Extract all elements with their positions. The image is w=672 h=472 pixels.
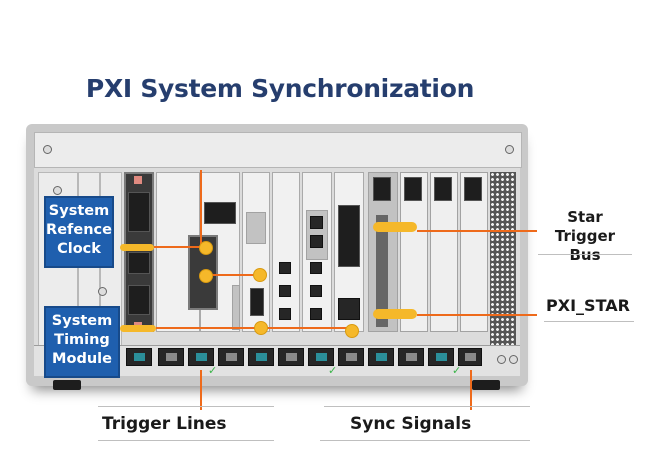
sync-signals-pointer — [470, 370, 472, 410]
star-trigger-line — [417, 230, 537, 232]
port — [218, 348, 244, 366]
port — [310, 308, 322, 320]
divider — [324, 406, 530, 407]
port — [126, 348, 152, 366]
timing-signal-line — [204, 274, 260, 276]
star-trigger-connector — [373, 222, 417, 232]
port — [278, 348, 304, 366]
connector-node — [199, 269, 213, 283]
port — [368, 348, 394, 366]
clock-signal-line — [200, 170, 202, 248]
clock-signal-line — [154, 246, 204, 248]
check-icon: ✓ — [208, 364, 218, 377]
system-timing-module-label: System Timing Module — [44, 306, 120, 378]
port — [338, 298, 360, 320]
connector-node — [345, 324, 359, 338]
sync-signals-label: Sync Signals — [350, 414, 472, 434]
divider — [98, 406, 274, 407]
connector-node — [253, 268, 267, 282]
screw-icon — [43, 145, 52, 154]
module-display — [204, 202, 236, 224]
port — [248, 348, 274, 366]
check-icon: ✓ — [328, 364, 338, 377]
port — [458, 348, 482, 366]
divider — [544, 321, 634, 322]
card-rail — [232, 285, 240, 330]
screw-icon — [98, 287, 107, 296]
pxi-star-label: PXI_STAR — [546, 296, 630, 315]
port — [188, 348, 214, 366]
screw-icon — [53, 186, 62, 195]
chassis-foot — [472, 380, 500, 390]
pxi-star-line — [417, 314, 537, 316]
screw-icon — [497, 355, 506, 364]
indicator-stack — [246, 212, 266, 244]
connector-node — [254, 321, 268, 335]
divider — [320, 440, 530, 441]
pxi-star-connector — [373, 309, 417, 319]
divider — [538, 254, 632, 255]
card-guide — [376, 215, 388, 327]
port — [398, 348, 424, 366]
ventilation-grille — [490, 172, 516, 352]
clock-connector — [120, 244, 154, 251]
chassis-foot — [53, 380, 81, 390]
module-display — [128, 285, 150, 315]
module-display — [250, 288, 264, 316]
indicator-led — [134, 176, 142, 184]
slot-handle — [373, 177, 391, 201]
screw-icon — [509, 355, 518, 364]
star-trigger-bus-label: Star Trigger Bus — [554, 208, 616, 264]
divider — [98, 440, 274, 441]
port — [279, 285, 291, 297]
check-icon: ✓ — [452, 364, 462, 377]
port — [310, 262, 322, 274]
trigger-lines-label: Trigger Lines — [102, 414, 227, 434]
system-reference-clock-label: System Refence Clock — [44, 196, 114, 268]
port — [338, 348, 364, 366]
slot-handle — [404, 177, 422, 201]
port — [310, 235, 323, 248]
connector-node — [199, 241, 213, 255]
port — [310, 216, 323, 229]
trigger-lines-pointer — [200, 370, 202, 410]
chassis-top-panel — [34, 132, 522, 168]
slot-handle — [434, 177, 452, 201]
module-display — [128, 252, 150, 274]
module-card — [272, 172, 300, 332]
port — [279, 308, 291, 320]
port — [428, 348, 454, 366]
module-display — [128, 192, 150, 232]
port — [310, 285, 322, 297]
indicator-led — [134, 322, 142, 326]
diagram-title: PXI System Synchronization — [85, 74, 475, 103]
screw-icon — [505, 145, 514, 154]
module-display — [338, 205, 360, 267]
port — [279, 262, 291, 274]
port — [158, 348, 184, 366]
port — [308, 348, 334, 366]
slot-handle — [464, 177, 482, 201]
trigger-connector — [120, 325, 156, 332]
